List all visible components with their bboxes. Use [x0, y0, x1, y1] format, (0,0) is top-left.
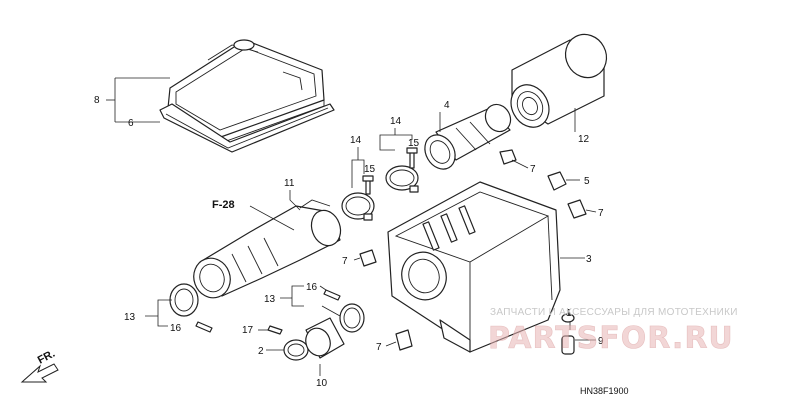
plug-part-1 [561, 313, 575, 323]
callout-labels: 8 6 4 12 14 14 15 15 11 7 5 7 7 3 13 16 … [94, 95, 604, 389]
gasket-part-6 [159, 103, 335, 153]
clamp-part-14-upper [385, 165, 419, 193]
callout-7-a: 7 [530, 164, 536, 175]
callout-14-upper: 14 [390, 116, 402, 127]
callout-8: 8 [94, 95, 100, 106]
clip-part-7-a [499, 149, 517, 165]
callout-3: 3 [586, 254, 592, 265]
callout-1: 1 [566, 308, 572, 319]
callout-7-d: 7 [376, 342, 382, 353]
bolt-part-17 [267, 325, 283, 335]
callout-10: 10 [316, 378, 328, 389]
clamp-part-2 [283, 339, 309, 361]
callout-15-lower: 15 [364, 164, 376, 175]
diagram-code: HN38F1900 [580, 386, 629, 396]
clip-part-7-b [567, 199, 587, 219]
callout-12: 12 [578, 134, 590, 145]
callout-16-mid: 16 [306, 282, 318, 293]
screw-part-15-upper [406, 147, 418, 169]
screw-part-16-mid [323, 289, 341, 301]
callout-14-lower: 14 [350, 135, 362, 146]
callout-5: 5 [584, 176, 590, 187]
clamp-part-13-mid [339, 303, 365, 333]
connecting-tube-part-4 [424, 103, 512, 170]
nut-part-5 [547, 171, 567, 191]
callout-9: 9 [598, 336, 604, 347]
callout-16-left: 16 [170, 323, 182, 334]
front-arrow-icon [20, 363, 59, 383]
reference-f28: F-28 [212, 199, 235, 211]
drain-tube-part-9 [561, 335, 575, 355]
callout-13-mid: 13 [264, 294, 276, 305]
clip-part-7-c [359, 249, 377, 267]
tube-part-10 [305, 317, 345, 359]
callout-13-left: 13 [124, 312, 136, 323]
front-direction-indicator: FR. [20, 348, 59, 383]
callout-7-c: 7 [342, 256, 348, 267]
callout-7-b: 7 [598, 208, 604, 219]
reference-label: F-28 [212, 199, 235, 211]
callout-2: 2 [258, 346, 264, 357]
callout-11: 11 [284, 178, 295, 189]
air-cleaner-case-part-3 [387, 181, 561, 353]
watermark: ЗАПЧАСТИ И АКСЕССУАРЫ ДЛЯ МОТОТЕХНИКИ PA… [488, 307, 738, 356]
callout-15-upper: 15 [408, 138, 420, 149]
leader-lines [106, 77, 597, 376]
callout-6: 6 [128, 118, 134, 129]
clamp-part-13-left [169, 283, 199, 317]
callout-17: 17 [242, 325, 254, 336]
clamp-part-14-lower [341, 192, 375, 221]
clip-part-7-d [395, 329, 413, 351]
screw-part-15-lower [362, 175, 374, 195]
watermark-caption: ЗАПЧАСТИ И АКСЕССУАРЫ ДЛЯ МОТОТЕХНИКИ [490, 307, 738, 318]
filter-element-part-12 [510, 33, 608, 128]
watermark-logo: PARTSFOR.RU [488, 321, 734, 356]
screw-part-16-left [195, 321, 213, 333]
intake-duct-part-11 [193, 199, 342, 299]
callout-4: 4 [444, 100, 450, 111]
